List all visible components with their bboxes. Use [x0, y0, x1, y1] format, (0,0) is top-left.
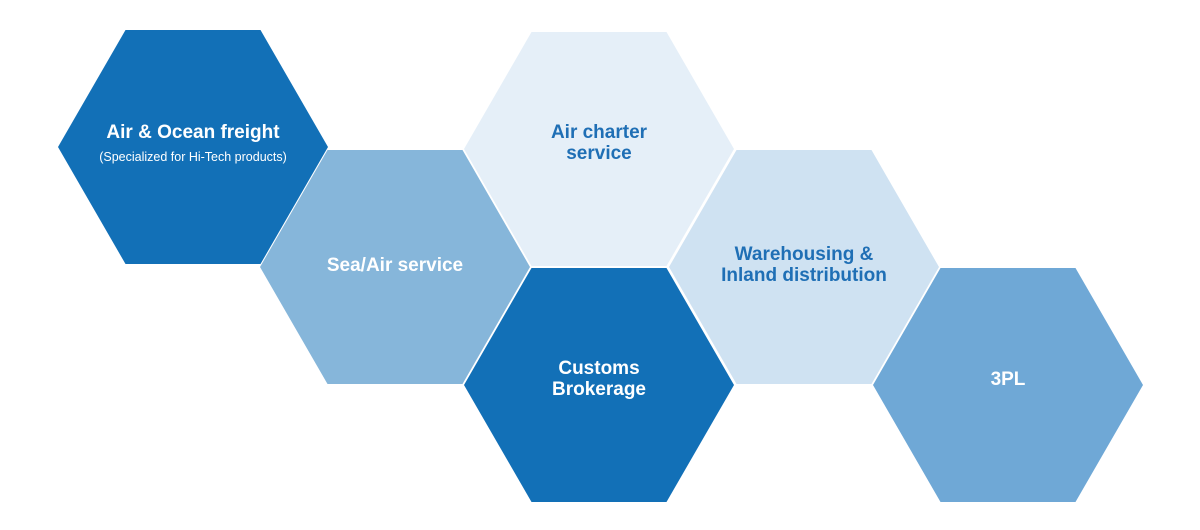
hexagon-title: Air charter service — [550, 122, 648, 164]
hexagon-title: Warehousing & Inland distribution — [721, 243, 887, 286]
hexagon-3pl: 3PL — [873, 268, 1143, 502]
hexagon-title: 3PL — [990, 368, 1026, 390]
hexagon-title: Sea/Air service — [326, 254, 464, 276]
hexagon-air-charter-service: Air charter service — [464, 32, 734, 266]
hexagon-customs-brokerage: Customs Brokerage — [464, 268, 734, 502]
hexagon-title: Air & Ocean freight — [106, 121, 280, 143]
hexagon-title: Customs Brokerage — [552, 358, 646, 400]
hexagon-subtitle: (Specialized for Hi-Tech products) — [99, 149, 287, 164]
hexagon-sea-air-service: Sea/Air service — [260, 150, 530, 384]
hexagon-warehousing-distribution: Warehousing & Inland distribution — [669, 150, 939, 384]
hexagon-air-ocean-freight: Air & Ocean freight (Specialized for Hi-… — [58, 30, 328, 264]
